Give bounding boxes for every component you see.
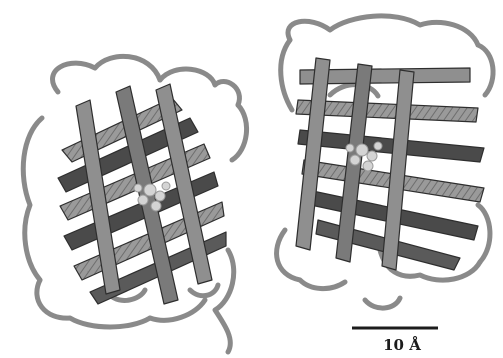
right-strand-9 — [382, 70, 414, 270]
right-molecule — [277, 16, 493, 308]
left-loops — [23, 56, 246, 352]
left-molecule — [23, 56, 246, 352]
right-strand-3 — [298, 130, 484, 162]
scale-bar-label: 10 Å — [357, 337, 447, 353]
right-strand-7 — [296, 58, 330, 250]
